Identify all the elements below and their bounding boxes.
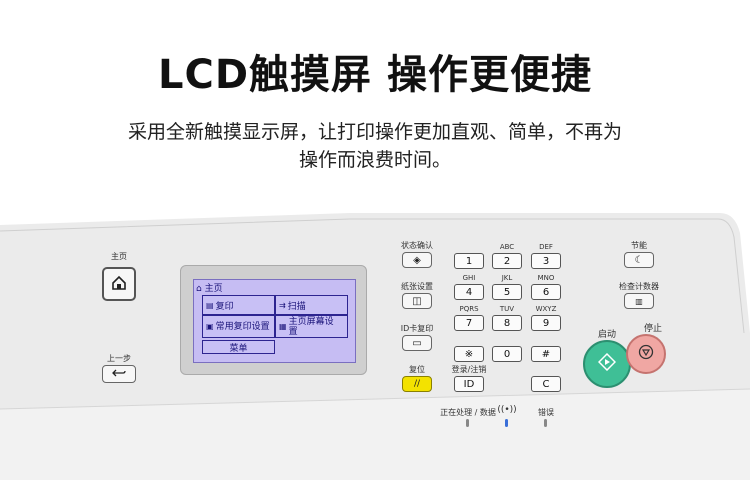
home-button[interactable] xyxy=(102,267,136,301)
lcd-copy-button[interactable]: ▤ 复印 xyxy=(202,295,275,315)
home-label: 主页 xyxy=(111,252,127,261)
lcd-home-screen-settings-button[interactable]: ▦ 主页屏幕设置 xyxy=(275,315,348,338)
home-icon xyxy=(111,275,127,294)
home-screen-icon: ▦ xyxy=(279,321,287,331)
key-letters: GHI xyxy=(462,274,476,282)
stop-label: 停止 xyxy=(643,324,662,334)
lcd-menu-button[interactable]: 菜单 xyxy=(202,340,275,354)
key-letters: PQRS xyxy=(459,305,479,313)
start-icon xyxy=(597,352,617,375)
keypad-key[interactable]: ※ xyxy=(454,346,484,362)
stop-button[interactable] xyxy=(626,334,666,374)
stop-icon xyxy=(638,344,654,364)
reset-icon: // xyxy=(413,379,421,389)
scan-icon: ⇉ xyxy=(279,300,286,310)
start-label: 启动 xyxy=(597,330,616,340)
keypad-key[interactable]: 9 xyxy=(531,315,561,331)
key-letters: MNO xyxy=(537,274,555,282)
reset-label: 复位 xyxy=(409,365,425,374)
keypad-key[interactable]: 3 xyxy=(531,253,561,269)
keypad-key[interactable]: 1 xyxy=(454,253,484,269)
back-label: 上一步 xyxy=(107,354,131,363)
description-line-1: 采用全新触摸显示屏，让打印操作更加直观、简单，不再为 xyxy=(127,121,622,143)
keypad-key[interactable]: 6 xyxy=(531,284,561,300)
moon-icon: ☾ xyxy=(634,254,644,266)
lcd-home-icon: ⌂ xyxy=(196,284,202,294)
paper-settings-button[interactable]: ◫ xyxy=(402,293,432,309)
control-panel: 主页 上一步 ⌂ 主页 ▤ 复印 ⇉ 扫描 ▣ 常用复印设置 ▦ 主页屏幕 xyxy=(0,213,750,480)
keypad-key[interactable]: # xyxy=(531,346,561,362)
id-card-copy-label: ID卡复印 xyxy=(400,324,434,333)
back-arrow-icon xyxy=(112,368,126,381)
id-card-copy-button[interactable]: ▭ xyxy=(402,335,432,351)
energy-saver-button[interactable]: ☾ xyxy=(624,252,654,268)
copy-icon: ▤ xyxy=(206,300,214,310)
paper-settings-icon: ◫ xyxy=(412,295,422,307)
keypad-key[interactable]: 8 xyxy=(492,315,522,331)
status-monitor-button[interactable]: ◈ xyxy=(402,252,432,268)
wifi-icon: ((•)) xyxy=(497,405,517,415)
keypad-key[interactable]: 4 xyxy=(454,284,484,300)
error-label: 错误 xyxy=(538,408,554,417)
reset-button[interactable]: // xyxy=(402,376,432,392)
wifi-led xyxy=(505,419,508,427)
description-line-2: 操作而浪费时间。 xyxy=(298,149,451,171)
key-letters: WXYZ xyxy=(535,305,557,313)
key-letters: TUV xyxy=(499,305,515,313)
id-card-icon: ▭ xyxy=(412,337,422,349)
processing-led xyxy=(466,419,469,427)
lcd-favorite-copy-button[interactable]: ▣ 常用复印设置 xyxy=(202,315,275,338)
processing-data-label: 正在处理 / 数据 xyxy=(440,408,496,417)
keypad-key[interactable]: 2 xyxy=(492,253,522,269)
lcd-screen: ⌂ 主页 ▤ 复印 ⇉ 扫描 ▣ 常用复印设置 ▦ 主页屏幕设置 菜单 xyxy=(193,279,356,363)
counter-icon: ▥ xyxy=(635,296,643,306)
key-letters: JKL xyxy=(501,274,513,282)
counter-check-button[interactable]: ▥ xyxy=(624,293,654,309)
id-key[interactable]: ID xyxy=(454,376,484,392)
keypad-key[interactable]: 7 xyxy=(454,315,484,331)
keypad-key[interactable]: 5 xyxy=(492,284,522,300)
keypad-key[interactable]: 0 xyxy=(492,346,522,362)
lcd-scan-button[interactable]: ⇉ 扫描 xyxy=(275,295,348,315)
lcd-title: ⌂ 主页 xyxy=(196,284,223,294)
clear-key[interactable]: C xyxy=(531,376,561,392)
status-monitor-label: 状态确认 xyxy=(401,241,433,250)
start-button[interactable] xyxy=(583,340,631,388)
key-letters: ABC xyxy=(499,243,515,251)
back-button[interactable] xyxy=(102,365,136,383)
key-letters: DEF xyxy=(539,243,553,251)
favorite-copy-icon: ▣ xyxy=(206,321,214,331)
description: 采用全新触摸显示屏，让打印操作更加直观、简单，不再为 操作而浪费时间。 xyxy=(0,118,750,174)
paper-settings-label: 纸张设置 xyxy=(401,282,433,291)
status-monitor-icon: ◈ xyxy=(413,254,421,266)
counter-check-label: 检查计数器 xyxy=(619,282,659,291)
headline: LCD触摸屏 操作更便捷 xyxy=(158,52,592,98)
error-led xyxy=(544,419,547,427)
energy-saver-label: 节能 xyxy=(631,241,647,250)
login-logout-label: 登录/注销 xyxy=(451,365,487,374)
